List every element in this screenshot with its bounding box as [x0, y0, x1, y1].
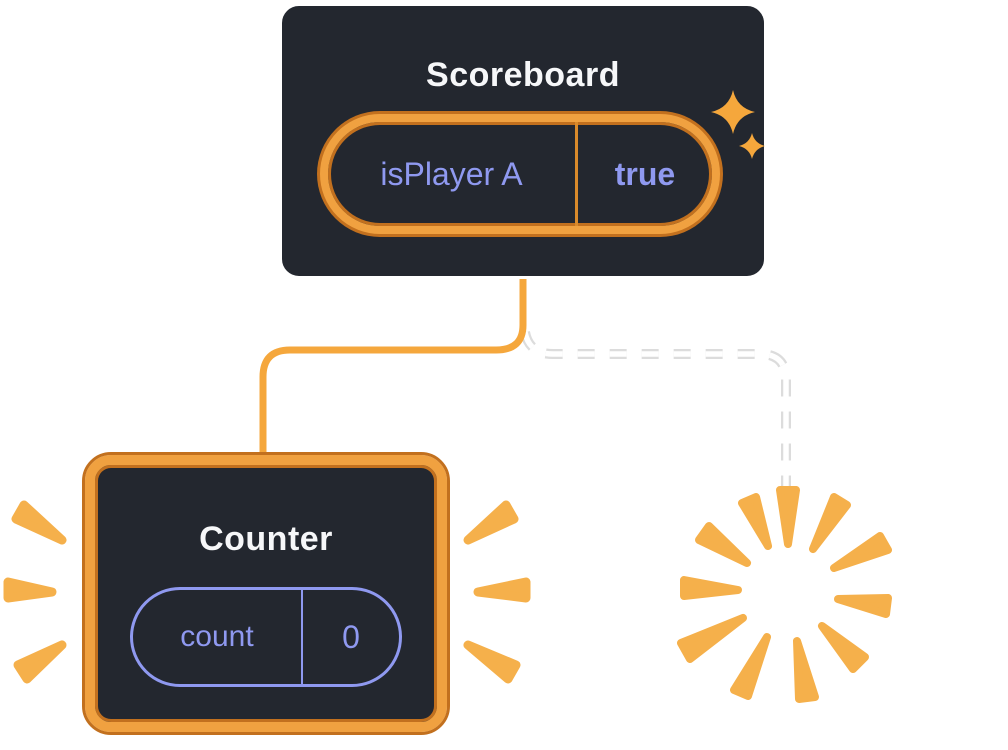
- emphasis-rays-right: [463, 500, 531, 684]
- connector-dashed-line: [520, 330, 791, 486]
- burst-icon: [677, 486, 892, 703]
- scoreboard-state-pill: isPlayer A true: [320, 114, 720, 234]
- scoreboard-card: Scoreboard isPlayer A true: [279, 3, 767, 279]
- counter-state-pill: count 0: [130, 587, 402, 687]
- scoreboard-state-label: isPlayer A: [380, 155, 523, 192]
- pill-divider: [301, 590, 303, 684]
- counter-card: Counter count 0: [82, 452, 450, 735]
- counter-title: Counter: [199, 520, 333, 558]
- connector-solid-line: [259, 274, 527, 462]
- emphasis-rays-left: [3, 500, 67, 684]
- pill-divider: [575, 122, 578, 226]
- counter-state-label: count: [180, 620, 254, 653]
- counter-state-value: 0: [342, 618, 360, 655]
- scoreboard-title: Scoreboard: [426, 56, 620, 94]
- scoreboard-state-value: true: [614, 155, 676, 192]
